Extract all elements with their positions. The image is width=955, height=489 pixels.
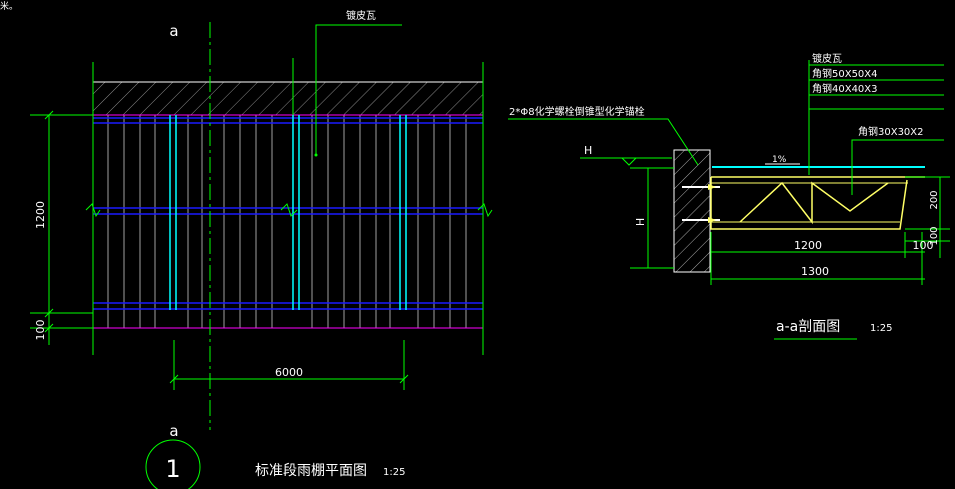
level-symbol	[621, 157, 637, 166]
angle-steel-3: 角钢30X30X2	[858, 125, 924, 138]
dim-6000-text: 6000	[275, 366, 303, 379]
level-label: H	[584, 144, 592, 157]
section-marker-bottom: a	[169, 422, 178, 440]
dim-tick	[169, 374, 179, 384]
dim-tick	[44, 323, 54, 333]
height-label: H	[634, 218, 647, 226]
material-label: 镀皮瓦	[346, 9, 376, 22]
break-mark-left	[85, 203, 101, 218]
break-mark-mid	[280, 203, 298, 217]
dim-1300-section: 1300	[801, 265, 829, 278]
wall	[673, 149, 711, 273]
anchor-head-1	[708, 184, 716, 190]
dim-100-section: 100	[913, 239, 934, 252]
section-marker-top: a	[169, 22, 178, 40]
title-circle	[145, 439, 201, 489]
angle-steel-1: 角钢50X50X4	[812, 67, 878, 80]
break-mark-right	[477, 203, 493, 218]
angle-steel-2: 角钢40X40X3	[812, 82, 878, 95]
plan-title: 标准段雨棚平面图	[255, 463, 367, 479]
section-title: a-a剖面图	[776, 319, 840, 335]
truss-frame	[710, 177, 908, 230]
slope-label: 1%	[772, 155, 787, 165]
plan-view: 6000 1200 100 a a 镀皮瓦 1 标准段雨棚平面图 1:25	[30, 9, 493, 489]
plan-panel-lines	[107, 115, 467, 328]
plan-outline	[92, 114, 484, 329]
leader-dot	[314, 153, 318, 157]
section-material-label: 镀皮瓦	[812, 52, 842, 65]
angle-steel-3-leader	[851, 139, 944, 195]
material-leader	[315, 24, 402, 155]
dim-tick	[44, 308, 54, 318]
dim-200-text: 200	[929, 190, 940, 209]
title-number: 1	[165, 455, 180, 483]
truss-web	[739, 181, 889, 225]
plan-scale: 1:25	[383, 467, 405, 478]
section-view: H H 2*Φ8化学螺栓倒锥型化学锚栓 镀皮瓦 角钢50X50X4 角钢40X4…	[508, 52, 950, 340]
section-scale: 1:25	[870, 323, 892, 334]
dim-tick	[399, 374, 409, 384]
anchor-leader	[508, 118, 699, 166]
corner-text: 米。	[0, 0, 18, 12]
dim-1200-section: 1200	[794, 239, 822, 252]
dim-1200-text: 1200	[34, 201, 47, 229]
plan-hatch-band	[92, 81, 484, 116]
dim-100-text: 100	[34, 320, 47, 341]
anchor-label: 2*Φ8化学螺栓倒锥型化学锚栓	[509, 105, 645, 118]
dim-100-vertical-text: 100	[929, 226, 940, 245]
dim-tick	[44, 110, 54, 120]
anchor-head-2	[708, 217, 716, 223]
